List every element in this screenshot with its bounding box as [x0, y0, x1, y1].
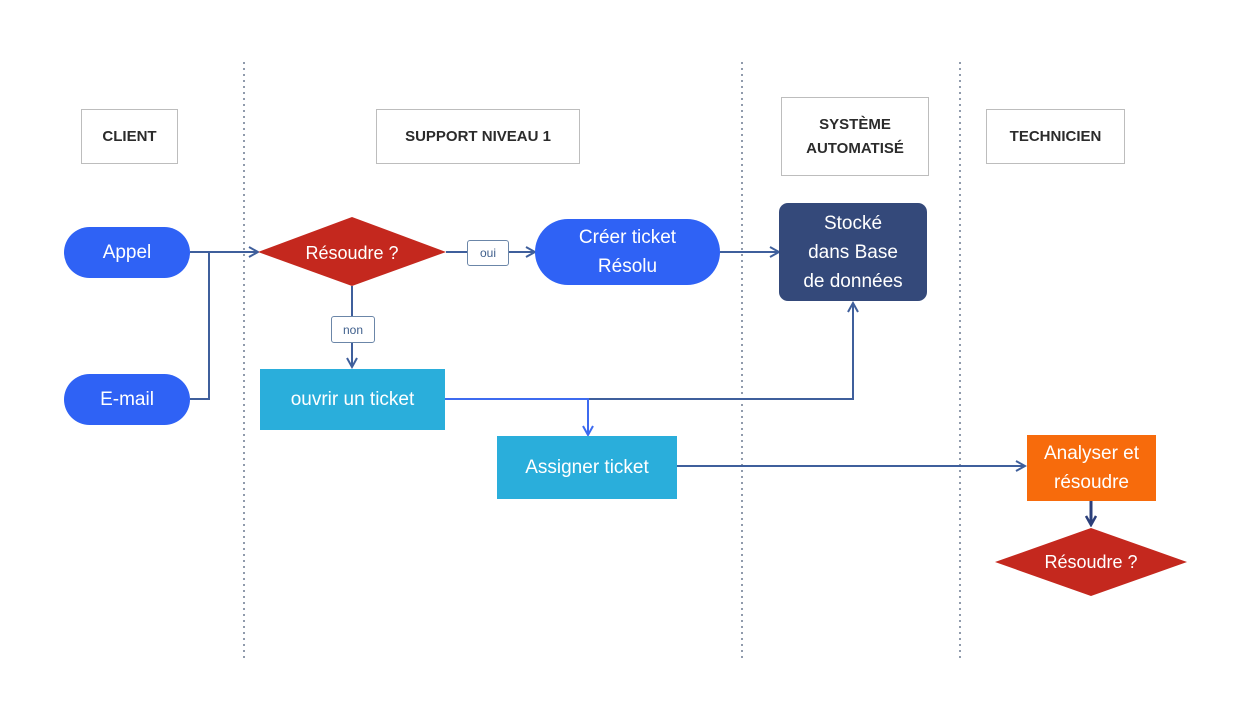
- connector-ouvrir-to-assigner: [445, 398, 588, 435]
- lane-header-systeme: SYSTÈME AUTOMATISÉ: [781, 97, 929, 176]
- lane-header-support-label: SUPPORT NIVEAU 1: [405, 127, 551, 145]
- edge-label-oui-text: oui: [479, 246, 496, 260]
- decision-resoudre-1-label: Résoudre ?: [280, 236, 424, 270]
- edge-label-non: non: [331, 316, 375, 343]
- lane-header-technicien: TECHNICIEN: [986, 109, 1125, 164]
- node-assigner-ticket-label: Assigner ticket: [525, 457, 649, 478]
- lane-header-client-label: CLIENT: [102, 127, 157, 145]
- decision-diamond-resoudre-1: [258, 217, 446, 286]
- node-analyser-label-2: résoudre: [1054, 472, 1129, 493]
- decision-resoudre-2-text: Résoudre ?: [1044, 551, 1138, 572]
- lane-header-systeme-label-2: AUTOMATISÉ: [806, 139, 904, 157]
- connector-ouvrir-to-stocke: [445, 303, 853, 400]
- node-appel: Appel: [64, 227, 190, 278]
- node-ouvrir-ticket-label: ouvrir un ticket: [290, 389, 415, 410]
- node-creer-ticket-label-2: Résolu: [597, 256, 658, 277]
- node-ouvrir-ticket: ouvrir un ticket: [260, 369, 445, 430]
- node-stocke-label-3: de données: [803, 270, 903, 292]
- node-email: E-mail: [64, 374, 190, 425]
- decision-resoudre-1-text: Résoudre ?: [305, 242, 399, 263]
- connector-email-to-resoudre: [190, 251, 258, 400]
- node-stocke-label-2: dans Base: [808, 241, 898, 263]
- lane-header-technicien-label: TECHNICIEN: [1009, 127, 1102, 145]
- node-email-label: E-mail: [100, 389, 154, 410]
- node-analyser-label-1: Analyser et: [1043, 443, 1140, 464]
- lane-header-support: SUPPORT NIVEAU 1: [376, 109, 580, 164]
- node-creer-ticket-label-1: Créer ticket: [578, 227, 677, 248]
- node-stocke-label-1: Stocké: [823, 212, 883, 234]
- node-assigner-ticket: Assigner ticket: [497, 436, 677, 499]
- decision-diamond-resoudre-2: [995, 528, 1187, 596]
- edge-label-non-text: non: [342, 322, 364, 337]
- lane-header-client: CLIENT: [81, 109, 178, 164]
- node-stocke-base: Stocké dans Base de données: [779, 203, 927, 301]
- node-appel-label: Appel: [102, 242, 152, 263]
- node-creer-ticket: Créer ticket Résolu: [535, 219, 720, 285]
- lane-header-systeme-label-1: SYSTÈME: [819, 115, 891, 133]
- edge-label-oui: oui: [467, 240, 509, 266]
- node-analyser-resoudre: Analyser et résoudre: [1027, 435, 1156, 501]
- decision-resoudre-2-label: Résoudre ?: [1019, 545, 1163, 579]
